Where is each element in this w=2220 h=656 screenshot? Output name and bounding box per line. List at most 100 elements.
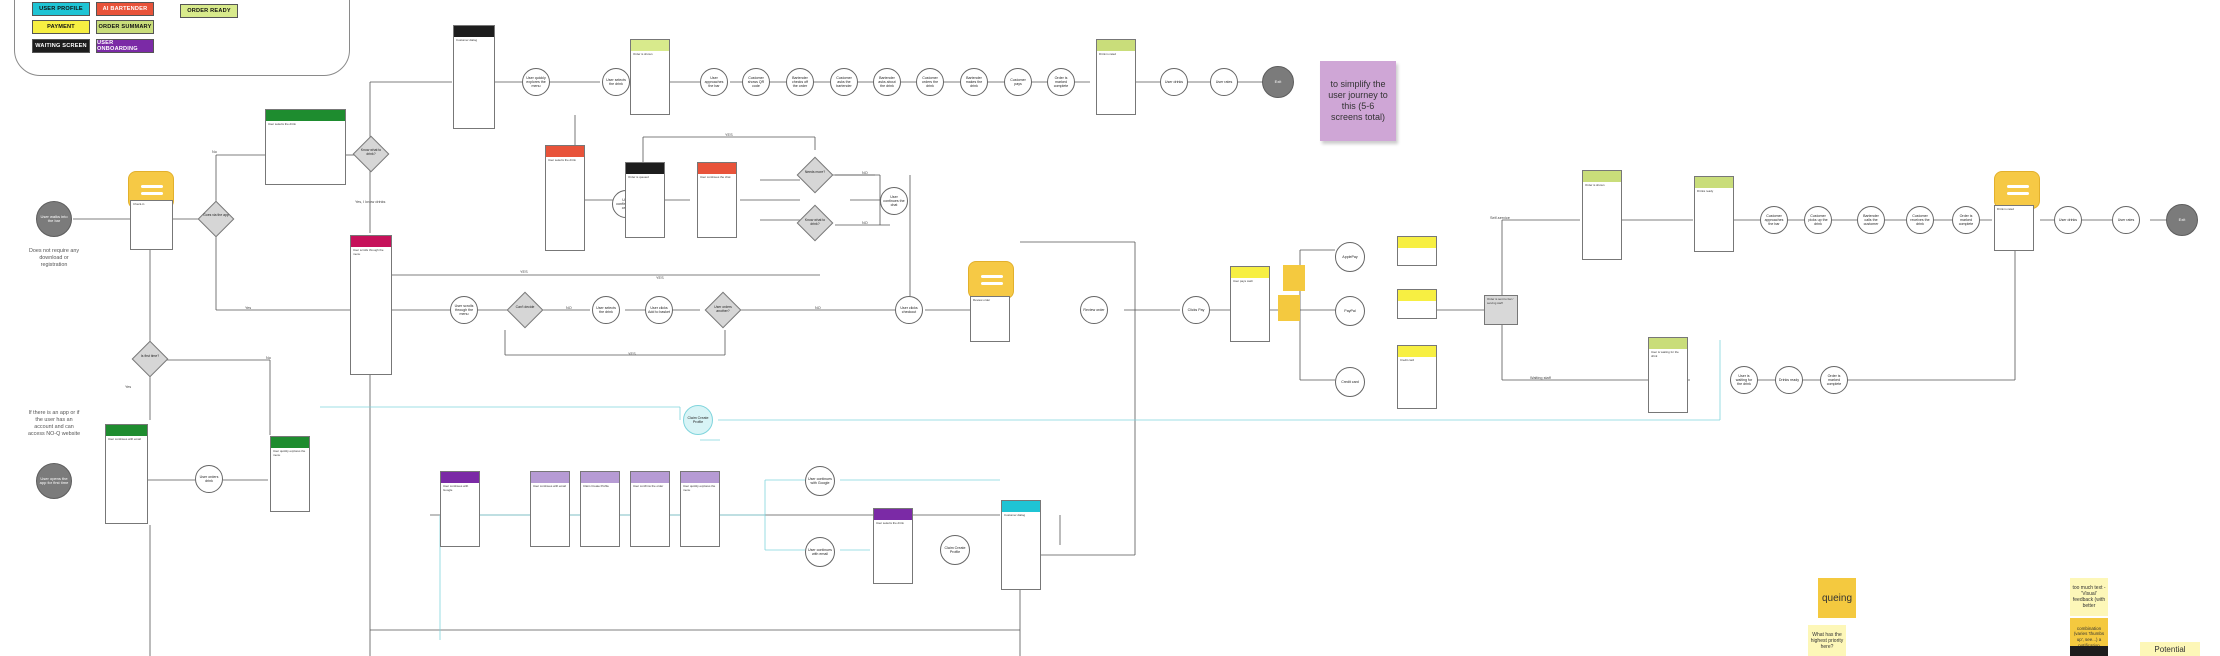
screen-check-in: Check-in: [130, 200, 173, 250]
screen-order-ready-1: Order is shown: [1582, 170, 1622, 260]
screen-ai-bartender-red: User selects the drink: [545, 145, 585, 251]
end-node-right: Exit: [2166, 204, 2198, 236]
edge-label-no-6: NO: [815, 306, 821, 310]
node-user-clicks-checkout: User clicks checkout: [895, 296, 923, 324]
legend-order-summary: ORDER SUMMARY: [96, 20, 154, 34]
screen-menu-pink: User scrolls through the menu: [350, 235, 392, 375]
node-claim-profile: Claim Create Profile: [683, 405, 713, 435]
node-user-scrolls: User scrolls through the menu: [450, 296, 478, 324]
edge-label-waiting-staff: Waiting staff: [1530, 376, 1551, 380]
sticky-payment-2: [1278, 295, 1300, 321]
node-drinks-ready: Drinks ready: [1775, 366, 1803, 394]
screen-waiting-lower: User is waiting for the drink: [1648, 337, 1688, 413]
screen-order-ready-2: Drinks ready: [1694, 176, 1734, 252]
screen-onboarding-purple-2: User selects the drink: [873, 508, 913, 584]
node-user-approaches-bar: User approaches the bar: [700, 68, 728, 96]
node-order-marked-2: Order is marked complete: [1952, 206, 1980, 234]
node-user-waiting: User is waiting for the drink: [1730, 366, 1758, 394]
node-review-order: Review order: [1080, 296, 1108, 324]
node-order-marked-lower: Order is marked complete: [1820, 366, 1848, 394]
node-customer-receives: Customer receives the drink: [1906, 206, 1934, 234]
edge-label-yes-know: Yes, I know drinks: [355, 200, 386, 204]
start-node-walks-in: User walks into the bar: [36, 201, 72, 237]
node-user-clicks-add: User clicks Add to basket: [645, 296, 673, 324]
node-clicks-pay: Clicks Pay: [1182, 296, 1210, 324]
node-user-selects-top: User selects the drink: [602, 68, 630, 96]
chat-bubble-icon-3: [1994, 171, 2040, 215]
screen-order-top: Order is shown: [630, 39, 670, 115]
start-node-opens-app: User opens the app for first time: [36, 463, 72, 499]
screen-onboarding-lilac-1: User continues with email: [530, 471, 570, 547]
decision-cant-decide-label: Can't decide: [515, 305, 535, 309]
node-user-selects: User selects the drink: [592, 296, 620, 324]
screen-ai-red-2: User continues the chat: [697, 162, 737, 238]
node-user-orders-drink: User orders drink: [195, 465, 223, 493]
chat-bubble-icon-2: [968, 261, 1014, 305]
screen-waiting-black: Order is queued: [625, 162, 665, 238]
screen-onboarding-lilac-2: Claim Create Profile: [580, 471, 620, 547]
edge-label-no-4: NO: [862, 221, 868, 225]
node-user-rates-top: User rates: [1210, 68, 1238, 96]
node-user-quickly-explores: User quickly explores the menu: [522, 68, 550, 96]
sticky-potential: Potential: [2140, 642, 2200, 656]
edge-label-no-3: NO: [862, 171, 868, 175]
legend-waiting-screen: WAITING SCREEN: [32, 39, 90, 53]
screen-onboarding-lilac-3: User confirms the order: [630, 471, 670, 547]
screen-ai-dialog-black: Customer dialog: [453, 25, 495, 129]
sticky-queing: queing: [1818, 578, 1856, 618]
screen-menu-green: User quickly explores the menu: [270, 436, 310, 512]
sticky-journey-note: to simplify the user journey to this (5-…: [1320, 61, 1396, 141]
decision-needs-more-label: Needs more?: [804, 170, 826, 174]
node-customer-shows-qr: Customer shows QR code: [742, 68, 770, 96]
edge-label-yes-6: YES: [628, 352, 636, 356]
legend-user-profile: USER PROFILE: [32, 2, 90, 16]
screen-paypal: [1397, 289, 1437, 319]
screen-onboarding-green: User continues with email: [105, 424, 148, 524]
sticky-black: [2070, 646, 2108, 656]
legend-ai-bartender: AI BARTENDER: [96, 2, 154, 16]
sticky-too-much: too much text - 'Visual' feedback (with …: [2070, 578, 2108, 616]
screen-intro-green: User selects the drink: [265, 109, 346, 185]
node-bartender-makes: Bartender makes the drink: [960, 68, 988, 96]
screen-onboarding-purple-1: User continues with Google: [440, 471, 480, 547]
qr-note: Does not require any download or registr…: [28, 248, 80, 268]
node-user-drinks-right: User drinks: [2054, 206, 2082, 234]
decision-orders-another-label: User orders another?: [714, 305, 732, 313]
screen-review-order: Review order: [970, 296, 1010, 342]
end-node-top: Exit: [1262, 66, 1294, 98]
edge-label-no-5: NO: [566, 306, 572, 310]
edge-label-yes-2: Yes: [125, 385, 132, 389]
legend-user-onboarding: USER ONBOARDING: [96, 39, 154, 53]
decision-goes-via-app-label: Goes via the app: [203, 213, 229, 217]
account-note: If there is an app or if the user has an…: [27, 410, 81, 437]
legend-order-ready: ORDER READY: [180, 4, 238, 18]
node-bartender-checks: Bartender checks off the order: [786, 68, 814, 96]
edge-label-yes-5: YES: [520, 270, 528, 274]
node-credit-card: Credit card: [1335, 367, 1365, 397]
decision-know-drinks-label: Know what to drink?: [360, 148, 382, 156]
edge-label-yes-1: Yes: [245, 306, 252, 310]
node-user-rates-right: User rates: [2112, 206, 2140, 234]
edge-label-yes-3: YES: [725, 133, 733, 137]
screen-onboarding-lilac-4: User quickly explores the menu: [680, 471, 720, 547]
node-continue-email: User continues with email: [805, 537, 835, 567]
node-order-marked: Order is marked complete: [1047, 68, 1075, 96]
node-bartender-asks: Bartender asks about the drink: [873, 68, 901, 96]
node-order-sent: Order is sent to bar / serving staff: [1484, 295, 1518, 325]
node-customer-pays: Customer pays: [1004, 68, 1032, 96]
screen-rate-right: Drink is rated: [1994, 205, 2034, 251]
node-customer-asks: Customer asks the bartender: [830, 68, 858, 96]
node-user-drinks: User drinks: [1160, 68, 1188, 96]
node-paypal: PayPal: [1335, 296, 1365, 326]
screen-apple-pay: [1397, 236, 1437, 266]
node-customer-approaches: Customer approaches the bar: [1760, 206, 1788, 234]
node-continue-google: User continues with Google: [805, 466, 835, 496]
node-customer-orders: Customer orders the drink: [916, 68, 944, 96]
node-customer-picks: Customer picks up the drink: [1804, 206, 1832, 234]
screen-rate-top: Drink is rated: [1096, 39, 1136, 115]
decision-first-time-label: Is first time?: [140, 354, 160, 358]
screen-payment-yellow: User pays cash: [1230, 266, 1270, 342]
screen-user-profile-teal: Customer dialog: [1001, 500, 1041, 590]
edge-label-no-2: No: [266, 356, 271, 360]
